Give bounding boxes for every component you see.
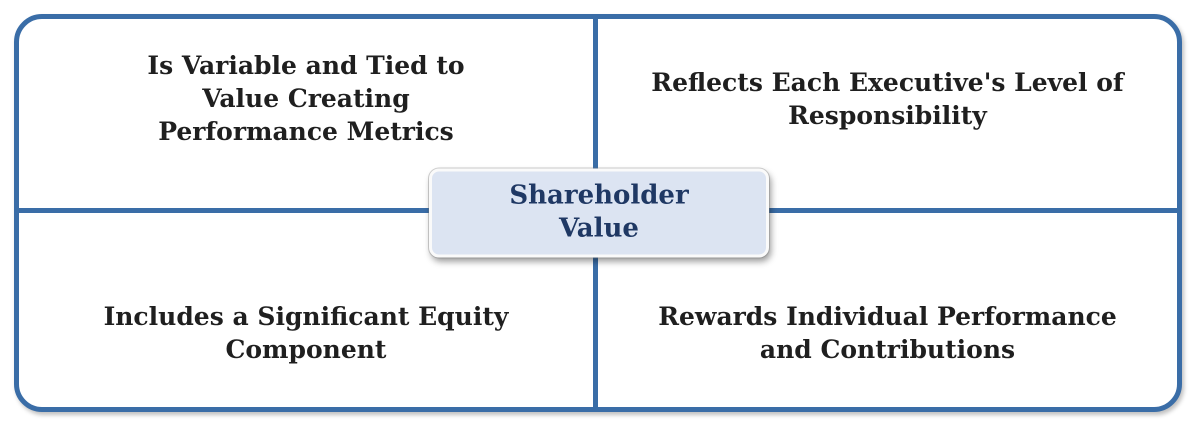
quadrant-top-left: Is Variable and Tied to Value Creating P… xyxy=(19,19,598,213)
center-callout-label: Shareholder Value xyxy=(509,180,689,244)
quadrant-top-left-label: Is Variable and Tied to Value Creating P… xyxy=(147,51,465,146)
quadrant-bottom-left-label: Includes a Significant Equity Component xyxy=(103,302,509,364)
quadrant-bottom-right: Rewards Individual Performance and Contr… xyxy=(598,213,1177,407)
quadrant-frame: Is Variable and Tied to Value Creating P… xyxy=(14,14,1182,412)
center-callout-box: Shareholder Value xyxy=(429,168,769,258)
quadrant-bottom-left: Includes a Significant Equity Component xyxy=(19,213,598,407)
quadrant-top-right: Reflects Each Executive's Level of Respo… xyxy=(598,19,1177,213)
quadrant-top-right-label: Reflects Each Executive's Level of Respo… xyxy=(651,67,1124,130)
quadrant-bottom-right-label: Rewards Individual Performance and Contr… xyxy=(658,302,1117,364)
